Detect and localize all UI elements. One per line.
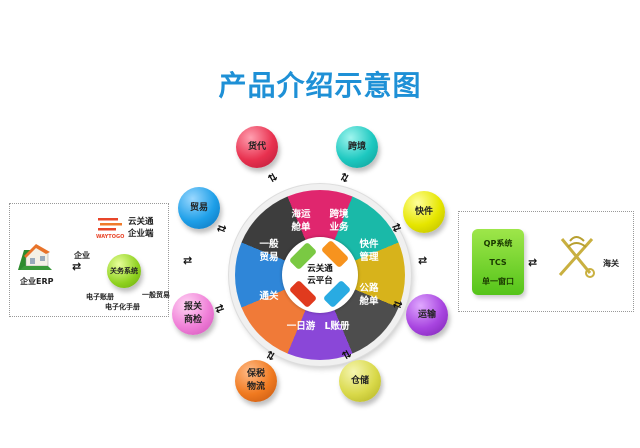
bidirectional-arrow-icon: ⇄ [336, 170, 353, 185]
erp-label: 企业ERP [20, 277, 54, 286]
house-icon [16, 240, 54, 272]
enterprise-panel: 企业ERP 企业 ⇄ WAYTOGO 云关通 企业端 关务系统 电子账册 电子化… [9, 203, 170, 317]
node-transport[interactable]: 运输 [406, 294, 448, 336]
node-cross-border[interactable]: 跨境 [336, 126, 378, 168]
brand-name: 云关通 企业端 [128, 217, 154, 239]
link-label: 企业 [74, 251, 90, 260]
waytogo-logo-icon [96, 216, 124, 238]
segment-road-manifest[interactable]: 公路 舱单 [359, 283, 379, 307]
output-ehandbook: 电子化手册 [105, 303, 140, 311]
segment-l-account[interactable]: L账册 [324, 321, 350, 332]
segment-express[interactable]: 快件 管理 [359, 239, 379, 263]
bidirectional-arrow-icon: ⇄ [528, 256, 538, 269]
node-warehouse[interactable]: 仓储 [339, 360, 381, 402]
node-freight-forwarder[interactable]: 货代 [236, 126, 278, 168]
segment-one-day-tour[interactable]: 一日游 [286, 321, 316, 332]
qp-system-box: QP系统 TCS 单一窗口 [472, 229, 524, 295]
customs-label: 海关 [603, 259, 619, 268]
customs-system-label: 关务系统 [110, 266, 138, 275]
bidirectional-arrow-icon: ⇄ [72, 260, 82, 273]
wheel-segments: 海运 舱单 跨境 业务 快件 管理 公路 舱单 L账册 一日游 通关 一般 贸易… [235, 190, 405, 360]
hub-label: 云关通 云平台 [307, 264, 333, 286]
node-express[interactable]: 快件 [403, 191, 445, 233]
page-title: 产品介绍示意图 [218, 69, 422, 102]
customs-panel [458, 211, 634, 312]
platform-wheel: 海运 舱单 跨境 业务 快件 管理 公路 舱单 L账册 一日游 通关 一般 贸易… [229, 184, 411, 366]
bidirectional-arrow-icon: ⇄ [183, 254, 193, 267]
output-ebook: 电子账册 [86, 293, 114, 301]
brand-logo-text: WAYTOGO [96, 234, 125, 240]
customs-system-ball: 关务系统 [107, 254, 141, 288]
node-bonded-logistics[interactable]: 保税 物流 [235, 360, 277, 402]
segment-general-trade[interactable]: 一般 贸易 [259, 239, 279, 263]
bidirectional-arrow-icon: ⇄ [215, 220, 229, 237]
node-trade[interactable]: 贸易 [178, 187, 220, 229]
customs-emblem-icon [556, 233, 598, 279]
segment-sea-manifest[interactable]: 海运 舱单 [291, 209, 311, 233]
segment-cross-border[interactable]: 跨境 业务 [329, 209, 349, 233]
cloud-platform-hub[interactable]: 云关通 云平台 [282, 237, 358, 313]
bidirectional-arrow-icon: ⇄ [213, 300, 227, 317]
output-general-trade: 一般贸易 [142, 291, 170, 299]
segment-clearance[interactable]: 通关 [259, 291, 279, 302]
qp-system-label: QP系统 [483, 238, 513, 248]
bidirectional-arrow-icon: ⇄ [418, 254, 428, 267]
single-window-label: 单一窗口 [482, 276, 514, 286]
bidirectional-arrow-icon: ⇄ [264, 170, 281, 185]
tcs-label: TCS [489, 257, 507, 267]
node-customs-inspection[interactable]: 报关 商检 [172, 293, 214, 335]
